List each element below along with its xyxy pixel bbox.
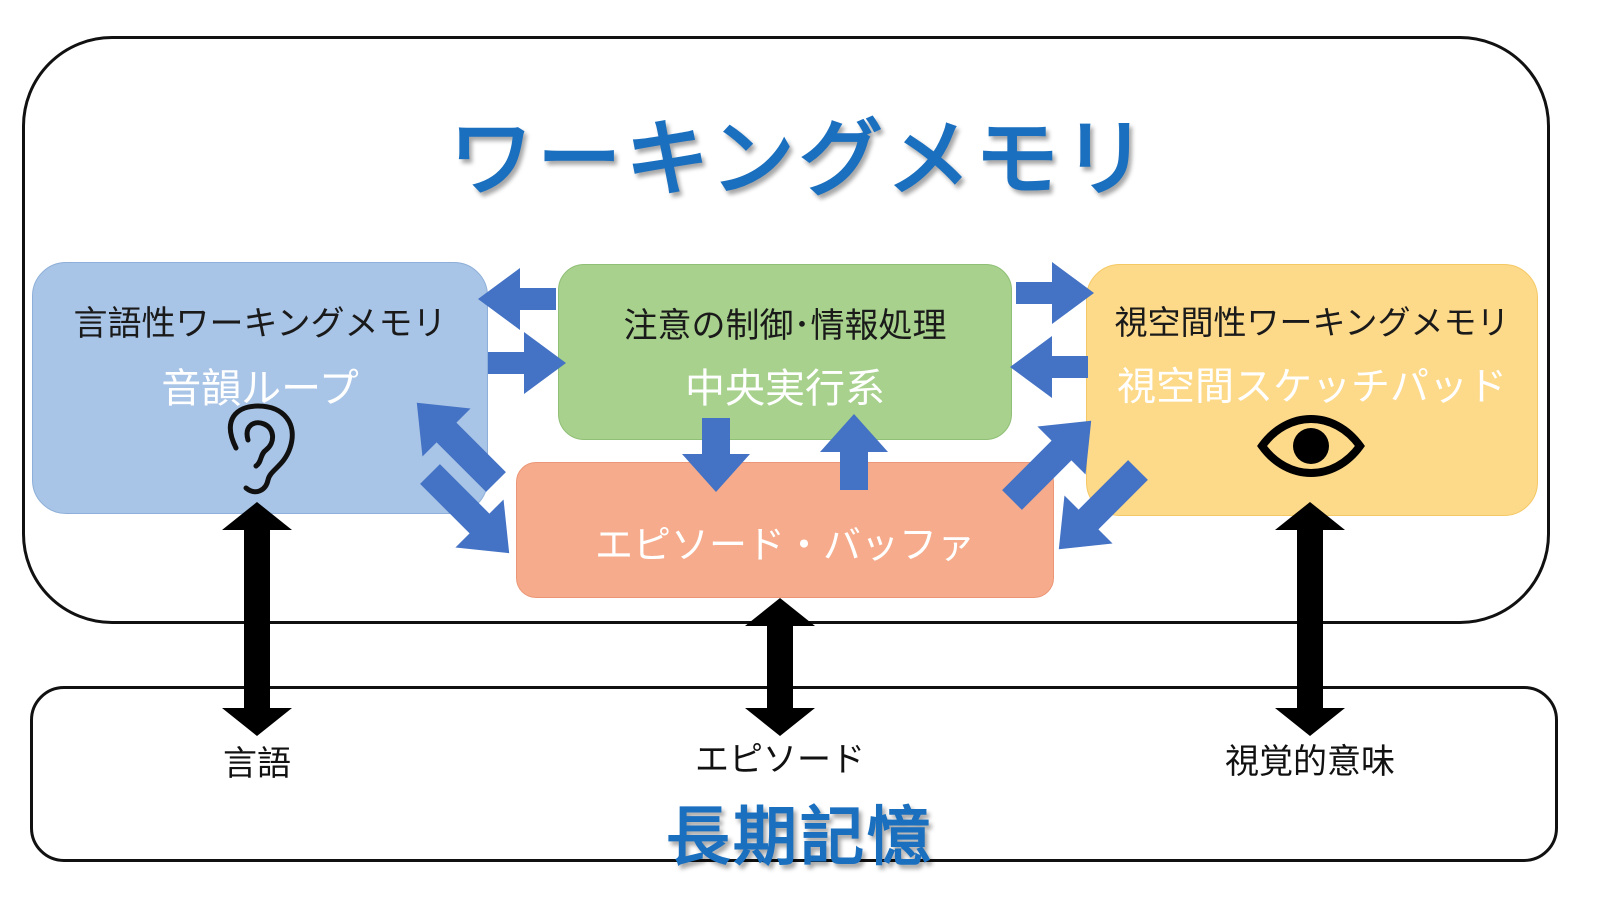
ltm-item-episode: エピソード [695, 740, 865, 780]
ltm-item-language: 言語 [223, 744, 291, 784]
arrow-central-to-episodic [682, 418, 750, 492]
arrow-episodic-ltm [745, 598, 815, 736]
long-term-memory-title: 長期記憶 [666, 801, 934, 875]
phonological-loop-label: 音韻ループ [161, 366, 359, 412]
central-executive-label: 中央実行系 [685, 366, 885, 412]
arrow-visual-to-episodic [1058, 460, 1148, 550]
arrow-episodic-to-verbal [416, 402, 506, 492]
arrow-visual-ltm [1275, 502, 1345, 736]
arrow-episodic-to-visual [1002, 420, 1092, 510]
central-heading: 注意の制御･情報処理 [623, 306, 947, 346]
arrow-verbal-ltm [222, 502, 292, 736]
arrow-verbal-to-central [488, 332, 566, 394]
arrow-verbal-to-episodic [420, 464, 510, 554]
arrow-central-to-verbal [478, 268, 556, 330]
ear-icon [228, 403, 295, 495]
episodic-buffer-label: エピソード・バッファ [594, 523, 975, 567]
visuospatial-sketchpad-label: 視空間スケッチパッド [1116, 365, 1507, 410]
arrow-central-to-visual [1016, 262, 1094, 324]
verbal-heading: 言語性ワーキングメモリ [73, 304, 447, 344]
arrow-visual-to-central [1010, 336, 1088, 398]
working-memory-title: ワーキングメモリ [449, 110, 1151, 208]
episodic-buffer-box [516, 462, 1054, 598]
central-executive-box [558, 264, 1012, 440]
visuospatial-working-memory-box [1086, 264, 1538, 516]
eye-icon [1257, 415, 1365, 477]
verbal-working-memory-box [32, 262, 488, 514]
ltm-item-visual-meaning: 視覚的意味 [1225, 742, 1395, 782]
arrow-episodic-to-central [820, 414, 888, 490]
visual-heading: 視空間性ワーキングメモリ [1114, 303, 1510, 342]
